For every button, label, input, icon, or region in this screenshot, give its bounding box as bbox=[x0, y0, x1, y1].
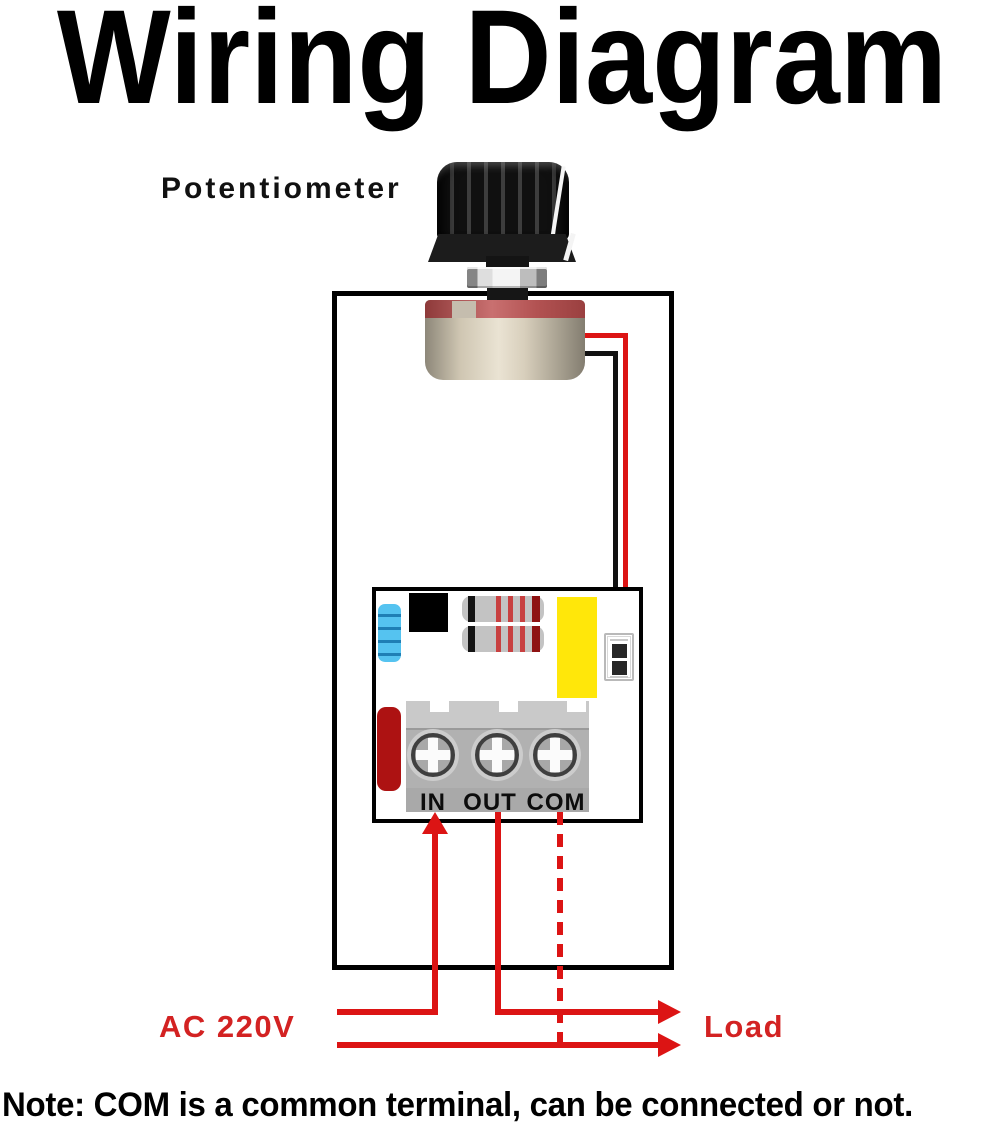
yellow-capacitor bbox=[557, 597, 597, 698]
connector-pin bbox=[612, 661, 627, 675]
potentiometer-body-band bbox=[425, 300, 585, 318]
wire-com-dashed bbox=[557, 812, 563, 1048]
arrow-up-icon bbox=[422, 812, 448, 834]
terminal-label-out: OUT bbox=[463, 789, 517, 816]
resistor bbox=[462, 596, 544, 622]
terminal-notch bbox=[430, 701, 449, 712]
arrow-right-icon bbox=[658, 1033, 681, 1057]
connector-pin bbox=[612, 644, 627, 658]
resistor-band bbox=[508, 626, 513, 652]
resistor-band bbox=[520, 626, 525, 652]
resistor bbox=[462, 626, 544, 652]
ac-input-label: AC 220V bbox=[159, 1009, 296, 1044]
ac-line-to-in bbox=[337, 1009, 438, 1015]
dark-red-capacitor bbox=[377, 707, 401, 791]
resistor-band bbox=[532, 626, 540, 652]
wire-out-vertical bbox=[495, 812, 501, 1015]
potentiometer-shaft bbox=[486, 256, 529, 270]
black-component bbox=[409, 593, 448, 632]
connector-marking bbox=[610, 639, 628, 641]
out-line-to-load bbox=[495, 1009, 659, 1015]
potentiometer-nut-icon bbox=[467, 267, 547, 288]
resistor-band bbox=[496, 626, 501, 652]
arrow-right-icon bbox=[658, 1000, 681, 1024]
resistor-band bbox=[520, 596, 525, 622]
potentiometer-label: Potentiometer bbox=[161, 172, 402, 205]
screw-terminal-com-icon bbox=[529, 729, 581, 781]
potentiometer-body-notch bbox=[452, 301, 476, 318]
resistor-band bbox=[468, 626, 475, 652]
resistor-band bbox=[496, 596, 501, 622]
pot-connector-socket bbox=[604, 633, 634, 681]
resistor-band bbox=[468, 596, 475, 622]
potentiometer-knob bbox=[437, 162, 569, 240]
ac-line-to-load bbox=[337, 1042, 659, 1048]
wire-in-vertical bbox=[432, 830, 438, 1015]
screw-head bbox=[475, 733, 519, 777]
pot-wire-red-horizontal bbox=[583, 333, 628, 338]
resistor-band bbox=[532, 596, 540, 622]
pot-wire-red-vertical bbox=[623, 333, 628, 633]
pot-wire-black-vertical bbox=[613, 351, 618, 633]
resistor-band bbox=[508, 596, 513, 622]
connector-marking bbox=[610, 676, 628, 678]
screw-head bbox=[533, 733, 577, 777]
terminal-label-in: IN bbox=[420, 789, 446, 816]
blue-capacitor bbox=[378, 604, 401, 662]
pot-wire-black-horizontal bbox=[583, 351, 618, 356]
terminal-label-strip bbox=[406, 788, 589, 812]
terminal-label-com: COM bbox=[526, 789, 586, 816]
page-title: Wiring Diagram bbox=[56, 0, 948, 132]
terminal-notch bbox=[499, 701, 518, 712]
load-label: Load bbox=[704, 1009, 785, 1044]
note-text: Note: COM is a common terminal, can be c… bbox=[2, 1086, 913, 1124]
screw-head bbox=[411, 733, 455, 777]
terminal-block bbox=[406, 701, 589, 812]
screw-terminal-in-icon bbox=[407, 729, 459, 781]
terminal-notch bbox=[567, 701, 586, 712]
potentiometer-shaft bbox=[487, 288, 528, 302]
screw-terminal-out-icon bbox=[471, 729, 523, 781]
